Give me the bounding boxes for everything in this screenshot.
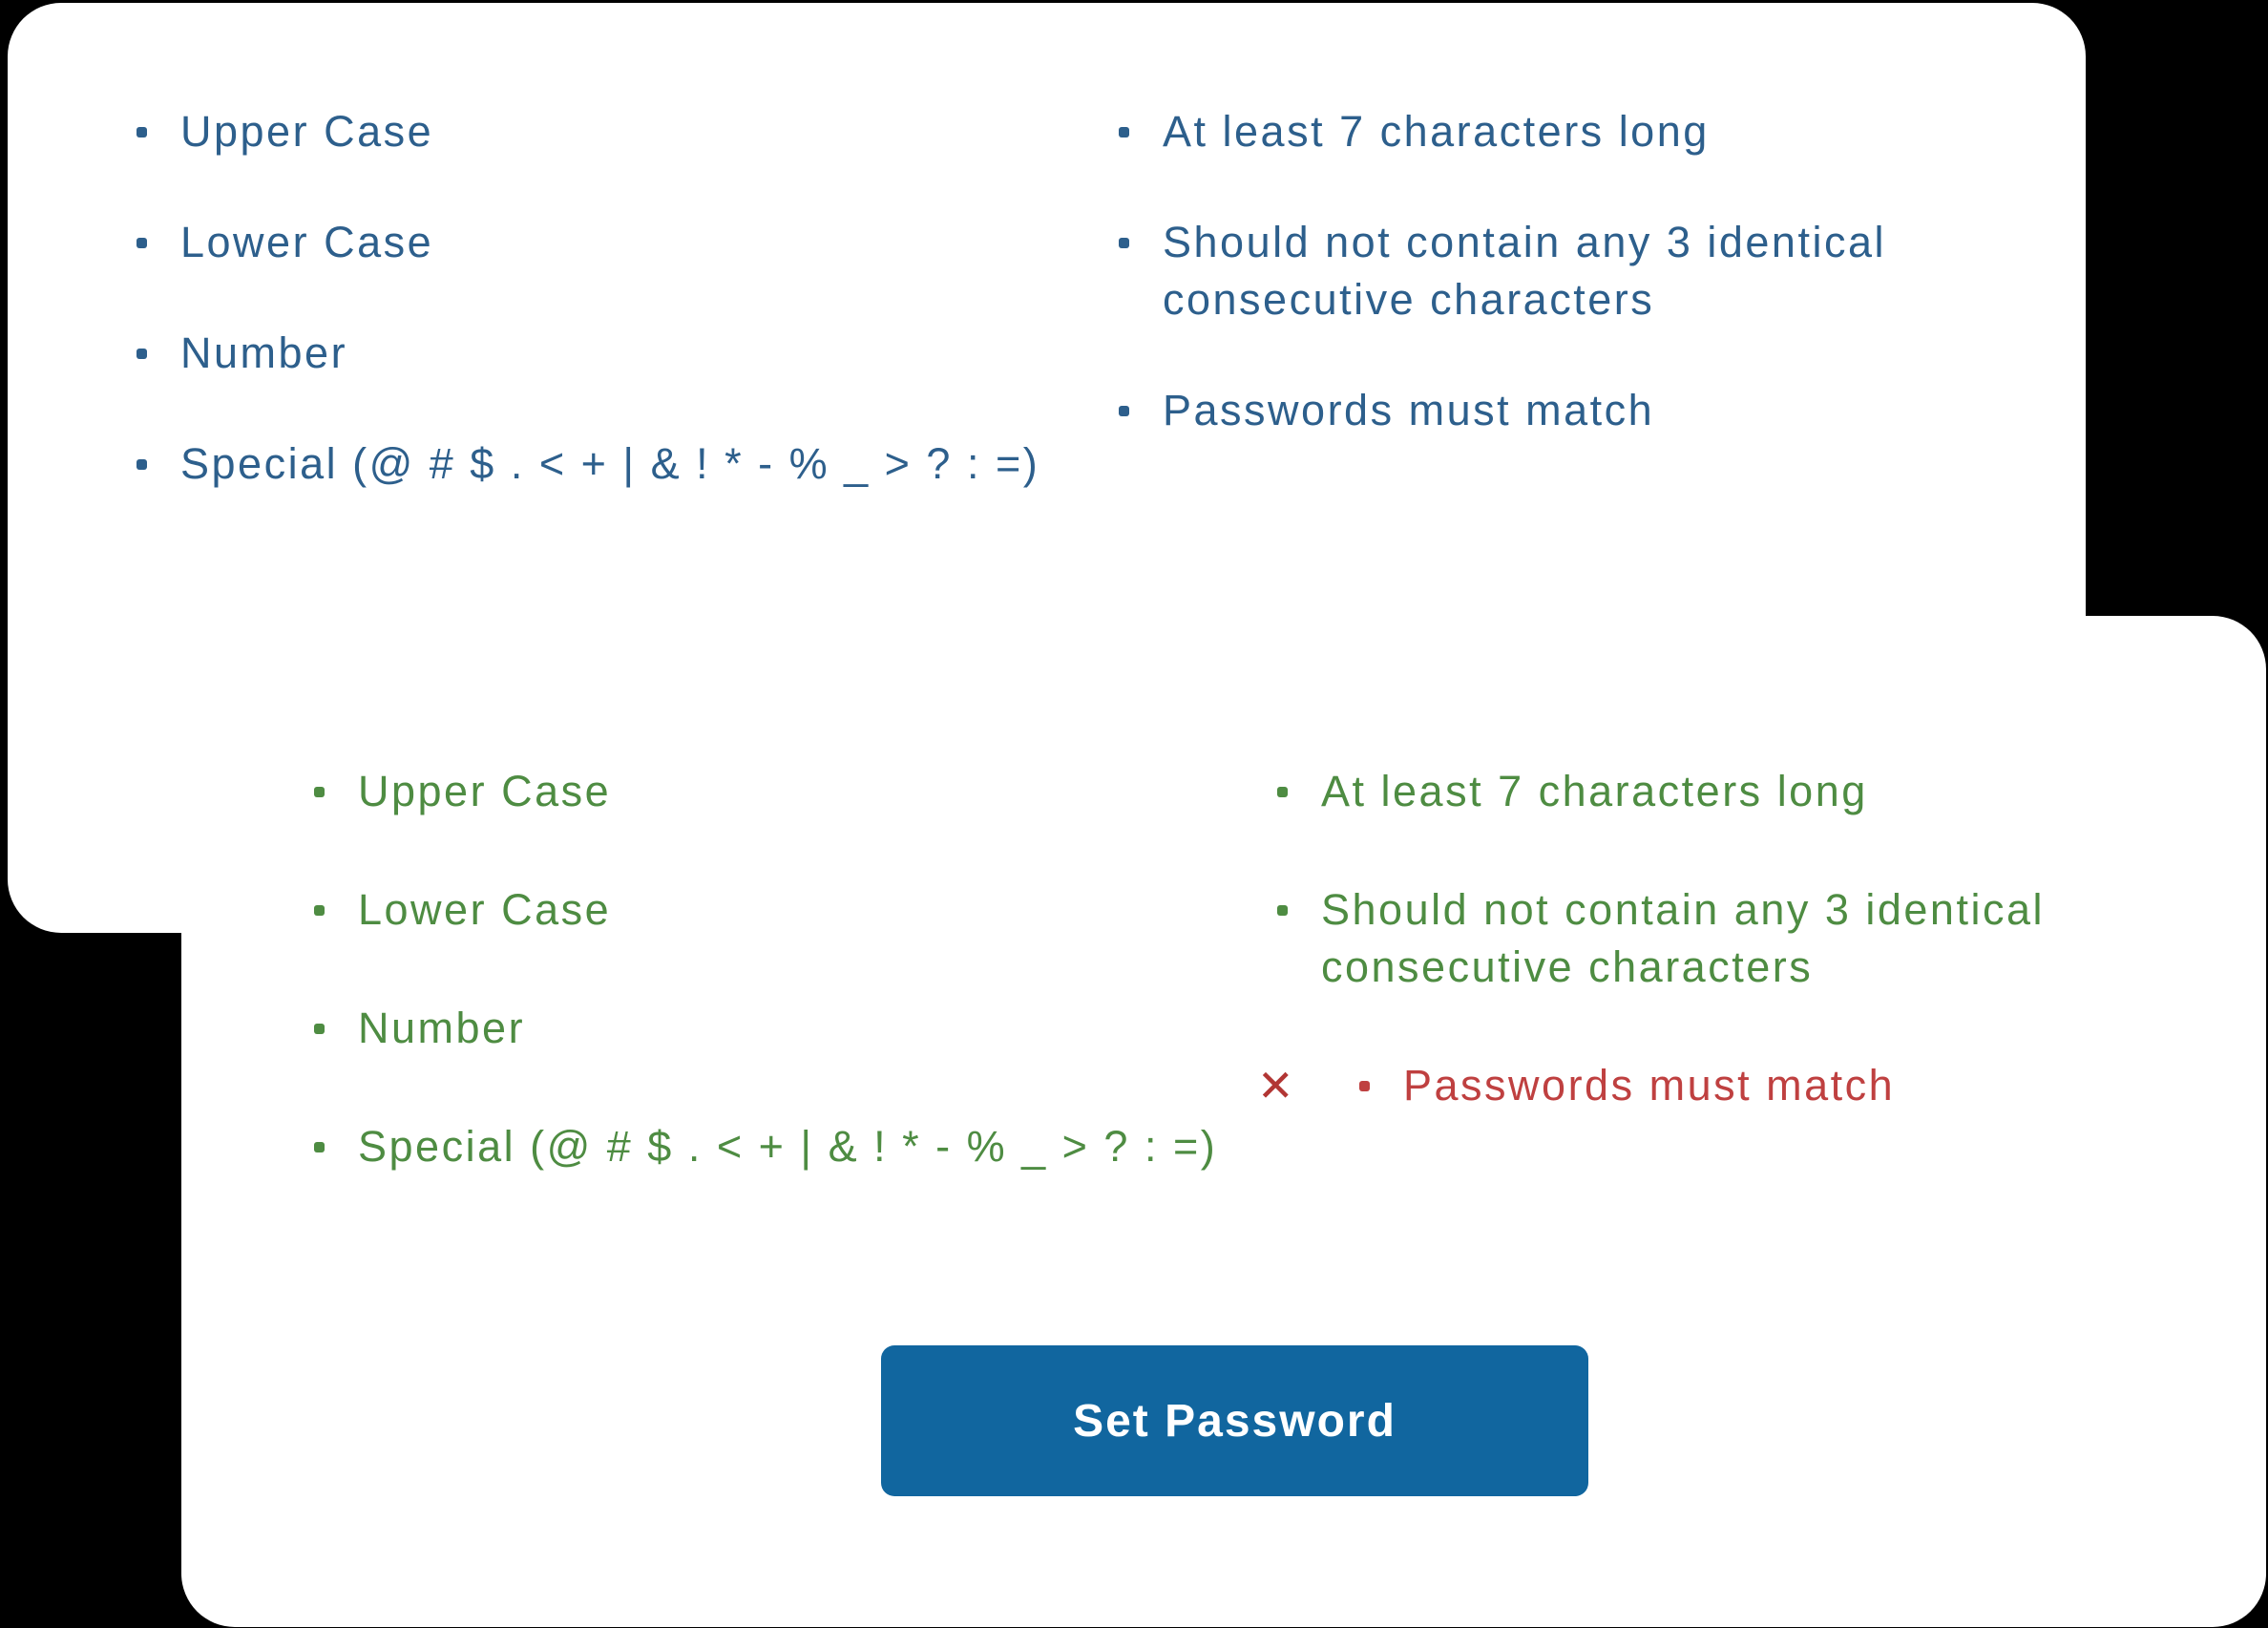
bullet-icon [314, 787, 325, 797]
bullet-icon [1359, 1081, 1370, 1091]
requirement-label: Number [358, 1004, 526, 1052]
requirement-item-met: Lower Case [314, 881, 1269, 939]
requirement-line: Should not contain any 3 identical [1163, 218, 1886, 266]
requirement-item: Should not contain any 3 identical conse… [1119, 214, 2026, 328]
requirement-label: Should not contain any 3 identical conse… [1321, 881, 2045, 996]
requirement-label: At least 7 characters long [1163, 103, 1710, 160]
set-password-button[interactable]: Set Password [881, 1345, 1588, 1496]
requirement-item-met: At least 7 characters long [1277, 763, 2232, 820]
requirement-line: consecutive characters [1321, 942, 1814, 991]
requirement-item: Number [136, 325, 1091, 382]
requirement-label: Upper Case [180, 107, 434, 156]
requirement-label: Number [180, 328, 348, 377]
bullet-icon [1277, 787, 1288, 797]
rules-list-composition: Upper Case Lower Case Number Special (@ … [136, 103, 1091, 546]
requirement-line: consecutive characters [1163, 275, 1655, 324]
password-rules-card-validated: Upper Case Lower Case Number Special (@ … [181, 616, 2266, 1627]
requirement-line: Should not contain any 3 identical [1321, 885, 2045, 934]
bullet-icon [314, 1142, 325, 1152]
requirement-item-met: Should not contain any 3 identical conse… [1277, 881, 2232, 996]
rules-list-composition-validated: Upper Case Lower Case Number Special (@ … [314, 763, 1269, 1237]
requirement-item-met: Number [314, 1000, 1269, 1057]
requirement-item: Upper Case [136, 103, 1091, 160]
bullet-icon [136, 459, 147, 470]
requirement-line: At least 7 characters long [1321, 767, 1868, 815]
requirement-label: Should not contain any 3 identical conse… [1163, 214, 1886, 328]
bullet-icon [314, 905, 325, 916]
bullet-icon [136, 238, 147, 248]
bullet-icon [1119, 238, 1129, 248]
requirement-item: Lower Case [136, 214, 1091, 271]
requirement-item-met: Special (@ # $ . < + | & ! * - % _ > ? :… [314, 1118, 1269, 1175]
requirement-label: Passwords must match [1403, 1061, 1896, 1110]
bullet-icon [136, 127, 147, 137]
requirement-line: At least 7 characters long [1163, 107, 1710, 156]
bullet-icon [314, 1024, 325, 1034]
requirement-label: Passwords must match [1163, 382, 1654, 439]
requirement-line: Passwords must match [1163, 386, 1655, 434]
requirement-item: At least 7 characters long [1119, 103, 2026, 160]
bullet-icon [136, 349, 147, 359]
requirement-label: Upper Case [358, 767, 612, 815]
requirement-label: At least 7 characters long [1321, 763, 1868, 820]
bullet-icon [1277, 905, 1288, 916]
rules-list-constraints-validated: At least 7 characters long Should not co… [1257, 763, 2232, 1175]
requirement-item-failed: ✕ Passwords must match [1257, 1057, 2232, 1114]
requirement-label: Special (@ # $ . < + | & ! * - % _ > ? :… [358, 1122, 1218, 1171]
requirement-item-met: Upper Case [314, 763, 1269, 820]
bullet-icon [1119, 406, 1129, 416]
requirement-label: Lower Case [180, 218, 434, 266]
requirement-label: Lower Case [358, 885, 612, 934]
requirement-item: Special (@ # $ . < + | & ! * - % _ > ? :… [136, 435, 1091, 493]
bullet-icon [1119, 127, 1129, 137]
requirement-label: Special (@ # $ . < + | & ! * - % _ > ? :… [180, 439, 1040, 488]
rules-list-constraints: At least 7 characters long Should not co… [1119, 103, 2026, 493]
requirement-item: Passwords must match [1119, 382, 2026, 439]
error-x-icon: ✕ [1257, 1061, 1297, 1110]
